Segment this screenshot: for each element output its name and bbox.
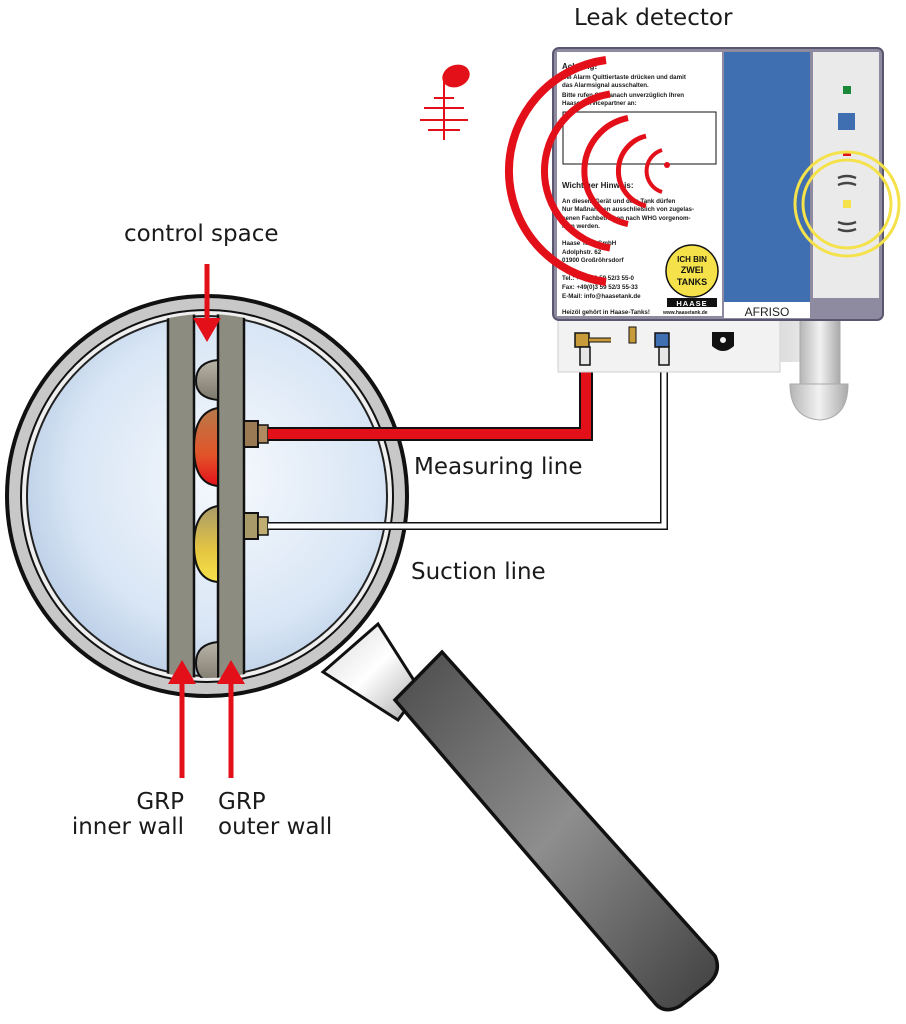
svg-text:Bei Alarm Quittiertaste drücke: Bei Alarm Quittiertaste drücken und dami… <box>562 74 686 81</box>
svg-text:E-Mail: info@haasetank.de: E-Mail: info@haasetank.de <box>562 293 641 300</box>
line-connectors <box>574 326 734 366</box>
control-space-label: control space <box>124 221 279 247</box>
acknowledge-button <box>843 200 851 208</box>
svg-text:Fax: +49(0)3 59 52/3 55-33: Fax: +49(0)3 59 52/3 55-33 <box>562 284 638 291</box>
svg-text:Bitte rufen Sie danach unverzü: Bitte rufen Sie danach unverzüglich Ihre… <box>562 92 684 99</box>
svg-text:An diesem Gerät und dem Tank d: An diesem Gerät und dem Tank dürfen <box>562 198 676 205</box>
svg-text:Heizöl gehört in Haase-Tanks!: Heizöl gehört in Haase-Tanks! <box>562 309 650 316</box>
svg-text:HAASE: HAASE <box>676 299 707 308</box>
tank-badge: ICH BIN ZWEI TANKS HAASE <box>665 244 719 308</box>
sound-waves-icon <box>505 56 670 286</box>
status-led-green <box>843 86 851 94</box>
leak-detector-label: Leak detector <box>574 5 733 31</box>
control-space-arrow <box>193 264 221 342</box>
inner-wall-label: GRP inner wall <box>58 789 184 841</box>
suction-chamber <box>192 504 219 584</box>
outer-wall-label: GRP outer wall <box>218 789 333 841</box>
alarm-glow <box>793 150 901 258</box>
svg-text:senen Fachbetrieben nach WHG v: senen Fachbetrieben nach WHG vorgenom- <box>562 215 691 222</box>
test-button <box>838 113 855 130</box>
svg-text:www.haasetank.de: www.haasetank.de <box>662 310 708 316</box>
suction-line-label: Suction line <box>411 559 546 585</box>
outer-wall-label-line1: GRP <box>218 789 266 815</box>
measuring-line <box>268 368 593 441</box>
svg-text:men werden.: men werden. <box>562 223 600 230</box>
svg-text:Wichtiger Hinweis:: Wichtiger Hinweis: <box>562 181 634 190</box>
svg-text:Nur Maßnahmen ausschließlich v: Nur Maßnahmen ausschließlich von zugelas… <box>562 206 694 213</box>
outer-wall-label-line2: outer wall <box>218 814 333 841</box>
svg-text:ZWEI: ZWEI <box>681 265 704 275</box>
svg-text:01900 Großröhrsdorf: 01900 Großröhrsdorf <box>562 257 624 264</box>
inner-wall-label-line1: GRP <box>136 789 184 815</box>
svg-text:Haase-Servicepartner an:: Haase-Servicepartner an: <box>562 100 637 107</box>
inner-wall-arrow <box>168 660 196 778</box>
outer-wall-arrow <box>217 660 245 778</box>
svg-text:ICH BIN: ICH BIN <box>677 255 707 264</box>
measuring-chamber <box>192 406 219 488</box>
suction-line <box>268 368 668 530</box>
measuring-line-label: Measuring line <box>414 454 583 480</box>
alarm-bell-icon <box>420 64 470 140</box>
svg-text:das Alarmsignal ausschalten.: das Alarmsignal ausschalten. <box>562 82 649 89</box>
brand-label: AFRISO <box>745 305 790 319</box>
service-partner-box <box>562 111 717 165</box>
inner-wall <box>166 314 196 678</box>
leak-detector-device: Achtung! Bei Alarm Quittiertaste drücken… <box>552 47 901 421</box>
double-wall-section <box>166 314 269 678</box>
svg-text:TANKS: TANKS <box>677 277 707 287</box>
magnifying-glass-icon <box>5 294 720 1012</box>
svg-text:Adolphstr. 62: Adolphstr. 62 <box>562 249 602 256</box>
inner-wall-label-line2: inner wall <box>71 814 184 841</box>
outer-wall <box>216 314 246 678</box>
